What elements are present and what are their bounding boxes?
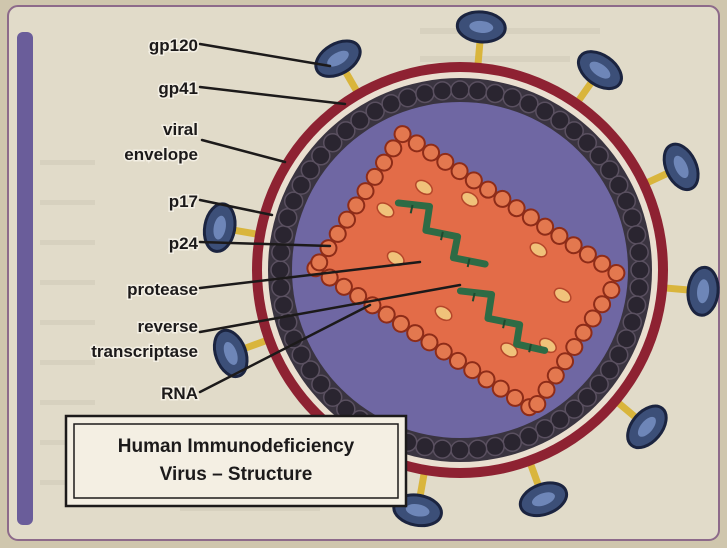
matrix-bead (630, 243, 648, 261)
matrix-bead (433, 82, 451, 100)
matrix-bead (382, 95, 400, 113)
matrix-bead (486, 84, 504, 102)
matrix-bead (503, 89, 521, 107)
matrix-bead (486, 438, 504, 456)
matrix-bead (623, 313, 641, 331)
matrix-bead (469, 440, 487, 458)
title-line-2: Virus – Structure (160, 464, 313, 485)
matrix-bead (520, 427, 538, 445)
accent-bar (17, 32, 33, 525)
matrix-bead (617, 192, 635, 210)
matrix-bead (272, 243, 290, 261)
matrix-bead (274, 296, 292, 314)
label-viral-envelope-line2: envelope (124, 145, 198, 164)
matrix-bead (274, 226, 292, 244)
matrix-bead (623, 209, 641, 227)
matrix-bead (503, 433, 521, 451)
label-protease: protease (127, 280, 198, 299)
label-p17: p17 (169, 192, 198, 211)
label-reverse-transcriptase-line2: transcriptase (91, 342, 198, 361)
title-box-outer (66, 416, 406, 506)
matrix-bead (469, 82, 487, 100)
matrix-bead (628, 296, 646, 314)
title-box: Human Immunodeficiency Virus – Structure (66, 416, 406, 506)
title-line-1: Human Immunodeficiency (118, 436, 355, 457)
label-viral-envelope-line1: viral (163, 120, 198, 139)
label-reverse-transcriptase-line1: reverse (137, 317, 198, 336)
label-p24: p24 (169, 234, 199, 253)
matrix-bead (272, 279, 290, 297)
label-gp120: gp120 (149, 36, 198, 55)
matrix-bead (433, 440, 451, 458)
matrix-bead (451, 441, 469, 459)
matrix-bead (416, 438, 434, 456)
matrix-bead (451, 81, 469, 99)
matrix-bead (279, 209, 297, 227)
matrix-bead (399, 89, 417, 107)
matrix-bead (416, 84, 434, 102)
label-rna: RNA (161, 384, 198, 403)
matrix-bead (631, 261, 649, 279)
matrix-bead (628, 226, 646, 244)
label-gp41: gp41 (158, 79, 198, 98)
matrix-bead (271, 261, 289, 279)
matrix-bead (630, 279, 648, 297)
